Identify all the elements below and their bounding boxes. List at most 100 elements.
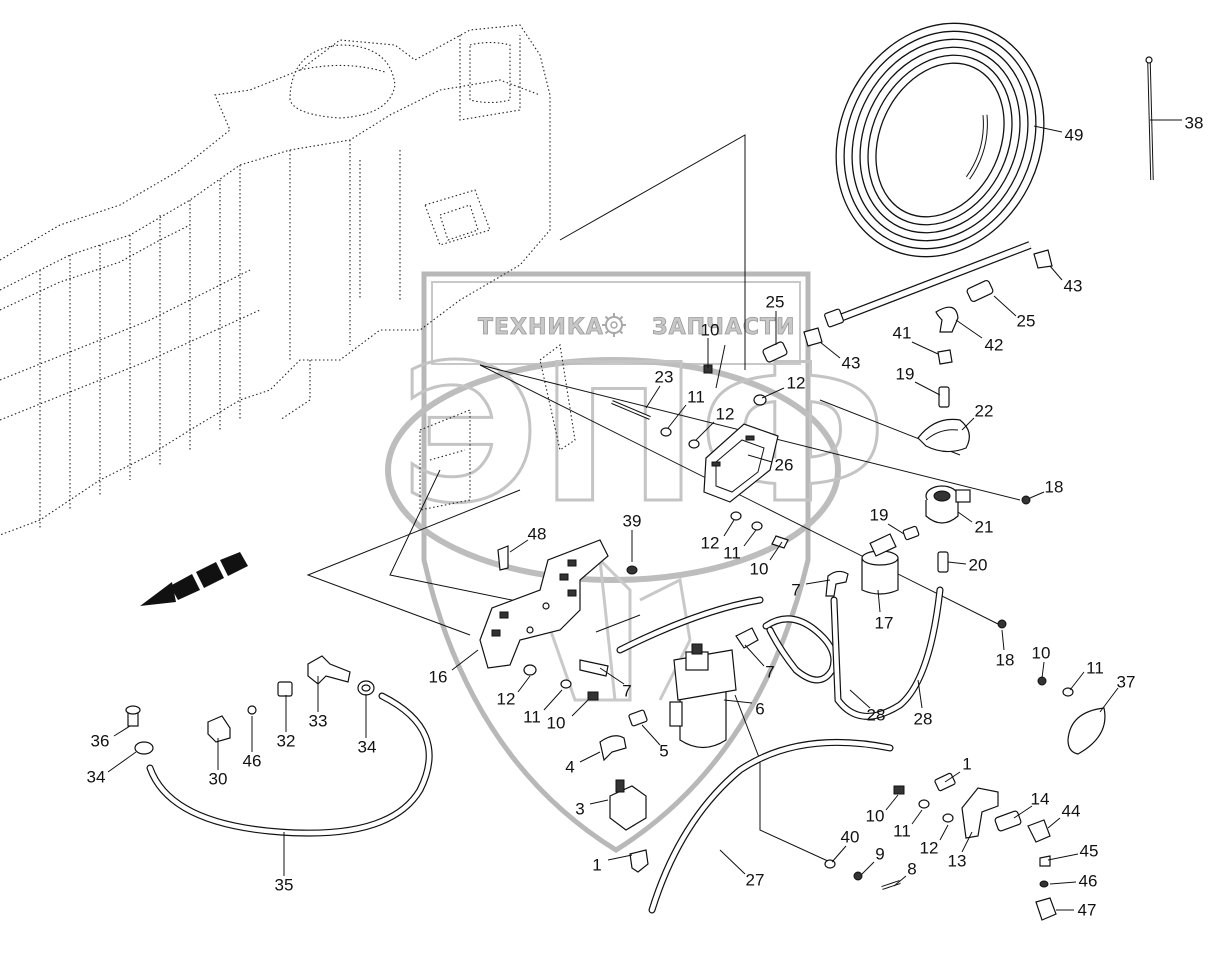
callout-leader-line <box>849 689 871 709</box>
callout-number: 34 <box>87 767 106 786</box>
callout-c47: 47 <box>1056 900 1096 919</box>
callout-leader-line <box>887 523 905 535</box>
callout-number: 5 <box>659 741 668 760</box>
callout-number: 18 <box>996 650 1015 669</box>
callout-number: 25 <box>766 292 785 311</box>
callout-c35: 35 <box>275 832 294 894</box>
callout-c1a: 1 <box>944 754 972 783</box>
callout-number: 12 <box>701 533 720 552</box>
callout-number: 44 <box>1062 801 1081 820</box>
callout-leader-line <box>955 319 983 339</box>
callout-number: 12 <box>787 373 806 392</box>
callout-leader-line <box>1047 817 1061 829</box>
callout-number: 37 <box>1117 672 1136 691</box>
callout-c37: 37 <box>1099 672 1136 713</box>
callout-leader-line <box>667 404 687 429</box>
callout-c10d: 10 <box>1032 643 1051 679</box>
callout-number: 43 <box>842 353 861 372</box>
callout-number: 23 <box>655 367 674 386</box>
callout-leader-line <box>747 454 773 463</box>
callout-leader-line <box>831 845 847 863</box>
callout-leader-line <box>944 771 961 783</box>
callout-number: 7 <box>765 662 774 681</box>
callout-leader-line <box>719 849 746 875</box>
callout-c20: 20 <box>947 555 987 574</box>
callout-layer: 1134567778910101010101111111111121212121… <box>87 113 1204 919</box>
callout-c34a: 34 <box>358 694 376 756</box>
callout-c27: 27 <box>719 849 764 889</box>
callout-leader-line <box>1013 805 1033 819</box>
callout-number: 3 <box>575 799 584 818</box>
callout-c11b: 11 <box>723 529 757 562</box>
callout-number: 10 <box>1032 643 1051 662</box>
callout-leader-line <box>877 589 881 613</box>
callout-number: 46 <box>1079 871 1098 890</box>
callout-number: 40 <box>841 827 860 846</box>
watermark-right-word: ЗАПЧАСТИ <box>652 315 795 340</box>
callout-leader-line <box>1069 671 1085 691</box>
callout-number: 35 <box>275 875 294 894</box>
callout-c1b: 1 <box>592 854 633 874</box>
callout-c42: 42 <box>955 319 1003 354</box>
small-fittings <box>599 709 956 873</box>
callout-leader-line <box>1001 629 1005 651</box>
callout-c10c: 10 <box>547 699 589 732</box>
callout-number: 41 <box>893 323 912 342</box>
callout-leader-line <box>744 644 765 667</box>
callout-leader-line <box>961 417 975 431</box>
callout-leader-line <box>1049 881 1077 885</box>
callout-leader-line <box>914 381 941 396</box>
callout-number: 11 <box>1086 658 1104 677</box>
callout-number: 11 <box>723 543 741 562</box>
callout-number: 47 <box>1078 900 1097 919</box>
callout-c5: 5 <box>641 724 669 760</box>
callout-leader-line <box>645 385 661 409</box>
callout-c9: 9 <box>861 844 885 875</box>
callout-leader-line <box>1049 265 1063 281</box>
watermark-left-word: ТЕХНИКА <box>478 315 604 340</box>
callout-leader-line <box>607 854 633 861</box>
callout-c12d: 12 <box>497 675 531 708</box>
callout-number: 9 <box>875 844 884 863</box>
callout-leader-line <box>695 421 715 441</box>
upper-fittings <box>703 249 1053 408</box>
callout-leader-line <box>805 579 831 585</box>
assembly-lines <box>306 134 1021 863</box>
callout-number: 4 <box>565 757 574 776</box>
callout-c32: 32 <box>277 695 295 750</box>
callout-c10b: 10 <box>750 541 783 578</box>
callout-number: 33 <box>309 711 328 730</box>
callout-c39: 39 <box>623 511 641 562</box>
callout-leader-line <box>517 675 531 693</box>
mounting-hardware <box>611 394 789 549</box>
direction-arrow-icon <box>140 552 248 606</box>
callout-number: 10 <box>866 806 885 825</box>
callout-number: 10 <box>547 713 566 732</box>
callout-leader-line <box>993 295 1017 317</box>
callout-leader-line <box>961 831 973 853</box>
callout-number: 16 <box>429 667 448 686</box>
callout-number: 48 <box>528 524 547 543</box>
callout-c10a: 10 <box>701 320 719 368</box>
callout-number: 7 <box>791 580 800 599</box>
callout-leader-line <box>107 751 137 773</box>
callout-c10e: 10 <box>866 794 899 825</box>
callout-leader-line <box>1099 687 1119 713</box>
callout-c21: 21 <box>957 511 993 536</box>
callout-c18a: 18 <box>1029 477 1063 499</box>
watermark-logo-letters: ЭПФ <box>400 324 887 545</box>
callout-number: 12 <box>497 689 516 708</box>
cable-tie <box>1145 56 1154 181</box>
callout-c30: 30 <box>209 738 227 788</box>
callout-number: 6 <box>755 699 764 718</box>
callout-c25b: 25 <box>993 295 1035 330</box>
callout-c45: 45 <box>1047 841 1098 861</box>
callout-c14: 14 <box>1013 789 1049 819</box>
callout-leader-line <box>1029 491 1045 499</box>
callout-leader-line <box>819 341 841 359</box>
callout-c17: 17 <box>875 589 893 632</box>
callout-number: 28 <box>914 709 933 728</box>
callout-c18b: 18 <box>996 629 1015 669</box>
callout-c7a: 7 <box>791 579 831 599</box>
callout-number: 11 <box>893 821 911 840</box>
